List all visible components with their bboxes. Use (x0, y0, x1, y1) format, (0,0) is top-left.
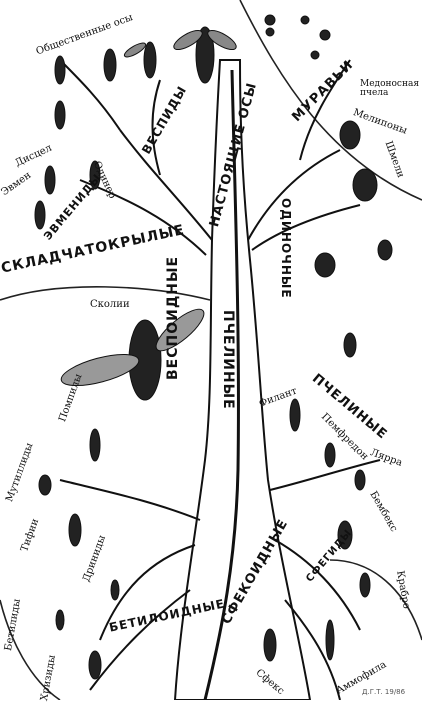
scolia-insect (60, 308, 205, 401)
eumenes-insect (34, 160, 101, 230)
pompilid-insect (89, 428, 101, 462)
wasp-2-insect (123, 41, 157, 79)
bethylid-insect (55, 609, 102, 680)
label-apoid: ПЧЕЛИНЫЕ (220, 310, 236, 410)
artist-signature: Д.Г.Т. 19/86 (362, 688, 406, 696)
ant-insects (264, 14, 331, 60)
branch-lower-left (59, 479, 201, 691)
label-vespoid: ВЕСПОИДНЫЕ (165, 255, 181, 380)
bee-insects (314, 120, 393, 358)
label-scolia: Сколии (90, 299, 130, 310)
mutillid-insect (38, 474, 82, 547)
sphecid-insects (263, 398, 371, 662)
branch-lower-right (269, 459, 381, 700)
insect-illustrations (34, 14, 393, 680)
dryinid-insect (110, 579, 120, 601)
wasp-3-insect (54, 48, 117, 130)
social-wasp-insect (173, 26, 237, 84)
label-honey-bee: Медоносная пчела (360, 79, 420, 98)
label-solitary: ОДИНОЧНЫЕ (279, 198, 293, 299)
branch-upper-left (59, 59, 213, 256)
branch-upper-right (247, 59, 361, 251)
